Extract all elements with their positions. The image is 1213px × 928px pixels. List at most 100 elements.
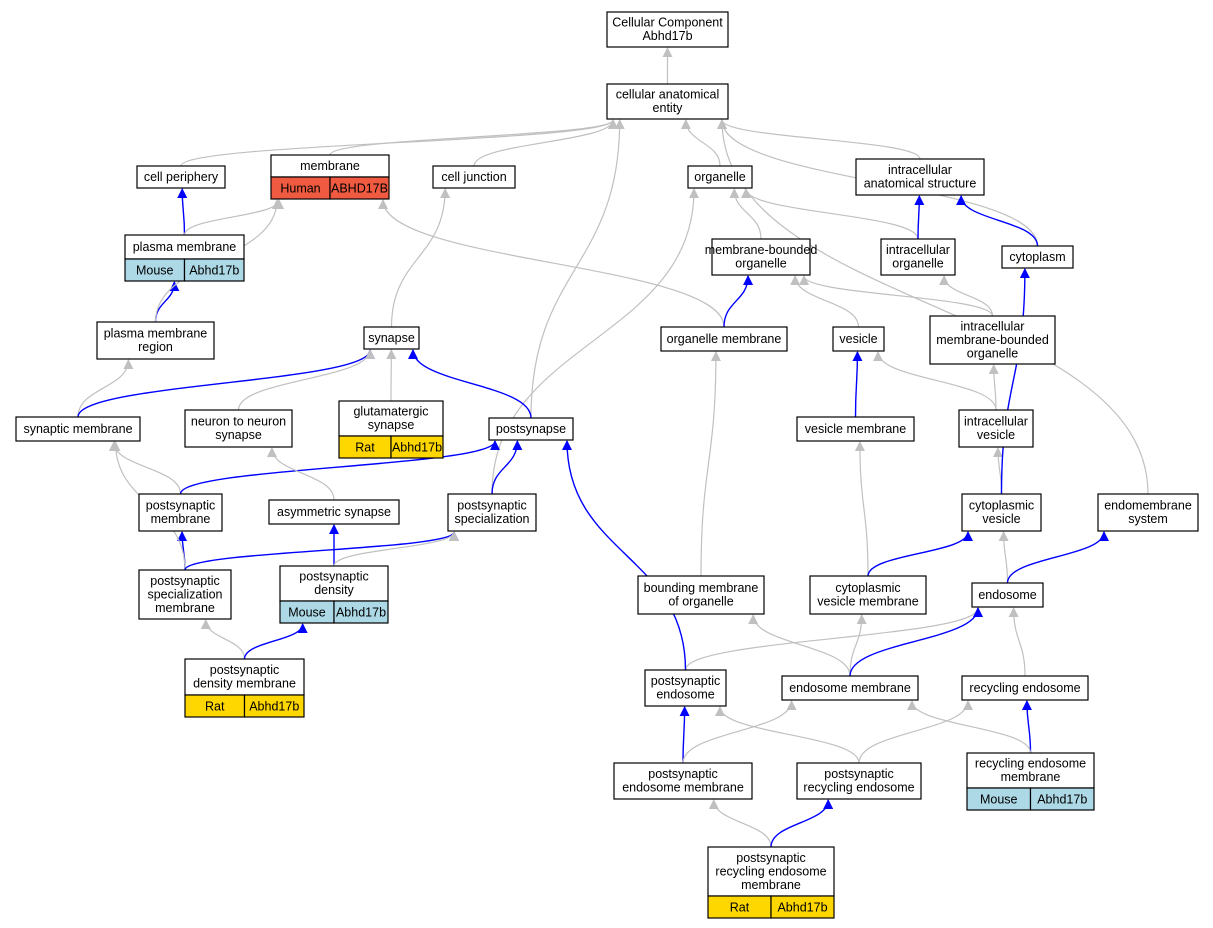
node-label-line: recycling endosome [975,757,1086,771]
node-postsynapse[interactable]: postsynapse [488,417,574,441]
node-box [1097,493,1199,532]
edge-endo_membrane-to-bounding_membrane [748,614,851,677]
gene-cell [243,694,305,718]
node-syn-membrane[interactable]: synaptic membrane [15,416,141,442]
edge-membrane-to-cae [329,119,618,156]
edge-organelle-to-cae [680,119,721,167]
edge-ps_rec_endo_membrane-to-ps_rec_endosome [770,799,834,848]
node-label-line: plasma membrane [104,327,208,341]
gene-cell [1029,787,1095,811]
edge-mbo-to-organelle [729,188,762,240]
node-label-line: vesicle membrane [805,422,906,436]
edge-cell_junction-to-cae [473,119,618,167]
edge-intra_org-to-ias [914,195,925,240]
edge-cvm-to-ves_membrane [854,441,869,577]
node-box [971,582,1044,608]
edge-postsynapse-to-cae [530,119,625,419]
node-box [432,165,516,189]
edge-ps_density-to-ps_spec [333,531,459,567]
node-label-line: organelle [735,257,786,271]
node-box [184,409,293,448]
edge-ps_endo_membrane-to-ps_endosome [679,706,690,764]
edge-ps_membrane-to-postsynapse [179,440,500,495]
node-box [363,326,420,350]
node-label-line: organelle [967,346,1018,360]
edge-ps_endosome-to-endosome [684,607,983,671]
node-label-line: glutamatergic [353,405,428,419]
species-label: Mouse [980,793,1018,807]
node-endo-membrane[interactable]: endosome membrane [781,675,919,701]
edge-ps_rec_endosome-to-rec_endosome [858,700,973,764]
edge-intra_org-to-organelle [741,188,919,240]
edge-intra_vesicle-to-imbo [988,364,999,411]
node-label-line: synapse [368,331,415,345]
node-label-line: anatomical structure [864,177,977,191]
node-label-line: cytoplasm [1009,250,1065,264]
node-rec-endosome[interactable]: recycling endosome [961,675,1089,701]
gene-label: Abhd17b [189,264,239,278]
node-synapse[interactable]: synapse [363,326,420,350]
node-label-line: postsynaptic [150,574,219,588]
edge-ves_membrane-to-vesicle [852,351,863,418]
edge-cyto_vesicle-to-cytoplasm [1000,268,1030,495]
node-cell-junction[interactable]: cell junction [432,165,516,189]
node-cytoplasm[interactable]: cytoplasm [1001,245,1074,269]
node-org-membrane[interactable]: organelle membrane [660,326,788,352]
edge-rec_endosome-to-endosome [1008,607,1026,677]
node-cell-periphery[interactable]: cell periphery [136,165,226,189]
node-ves-membrane[interactable]: vesicle membrane [796,416,915,442]
node-label-line: cell junction [441,170,506,184]
node-box [929,315,1056,365]
node-label-line: specialization [147,587,222,601]
edge-ias-to-cae [717,119,921,160]
edge-syn_membrane-to-synapse [77,349,375,418]
node-label-line: membrane [300,159,360,173]
edge-rec_endo_membrane-to-endo_membrane [907,700,1032,754]
edge-ps_spec_membrane-to-ps_spec [184,531,459,571]
edge-plasma_membrane-to-cell_periphery [177,188,188,236]
species-label: Rat [730,901,750,915]
node-label-line: density [314,583,354,597]
node-vesicle[interactable]: vesicle [832,326,885,352]
node-label-line: density membrane [193,677,296,691]
edge-ps_spec-to-postsynapse [491,440,523,495]
edge-syn_membrane-to-pm_region [77,359,134,418]
node-organelle[interactable]: organelle [687,165,753,189]
gene-cell [329,176,390,200]
gene-cell [333,600,389,624]
node-asym-synapse[interactable]: asymmetric synapse [268,499,400,525]
species-label: Rat [205,700,225,714]
node-label-line: organelle membrane [667,332,782,346]
node-box [338,400,444,437]
node-box [613,762,753,800]
node-box [136,165,226,189]
node-endosome[interactable]: endosome [971,582,1044,608]
node-box [781,675,919,701]
